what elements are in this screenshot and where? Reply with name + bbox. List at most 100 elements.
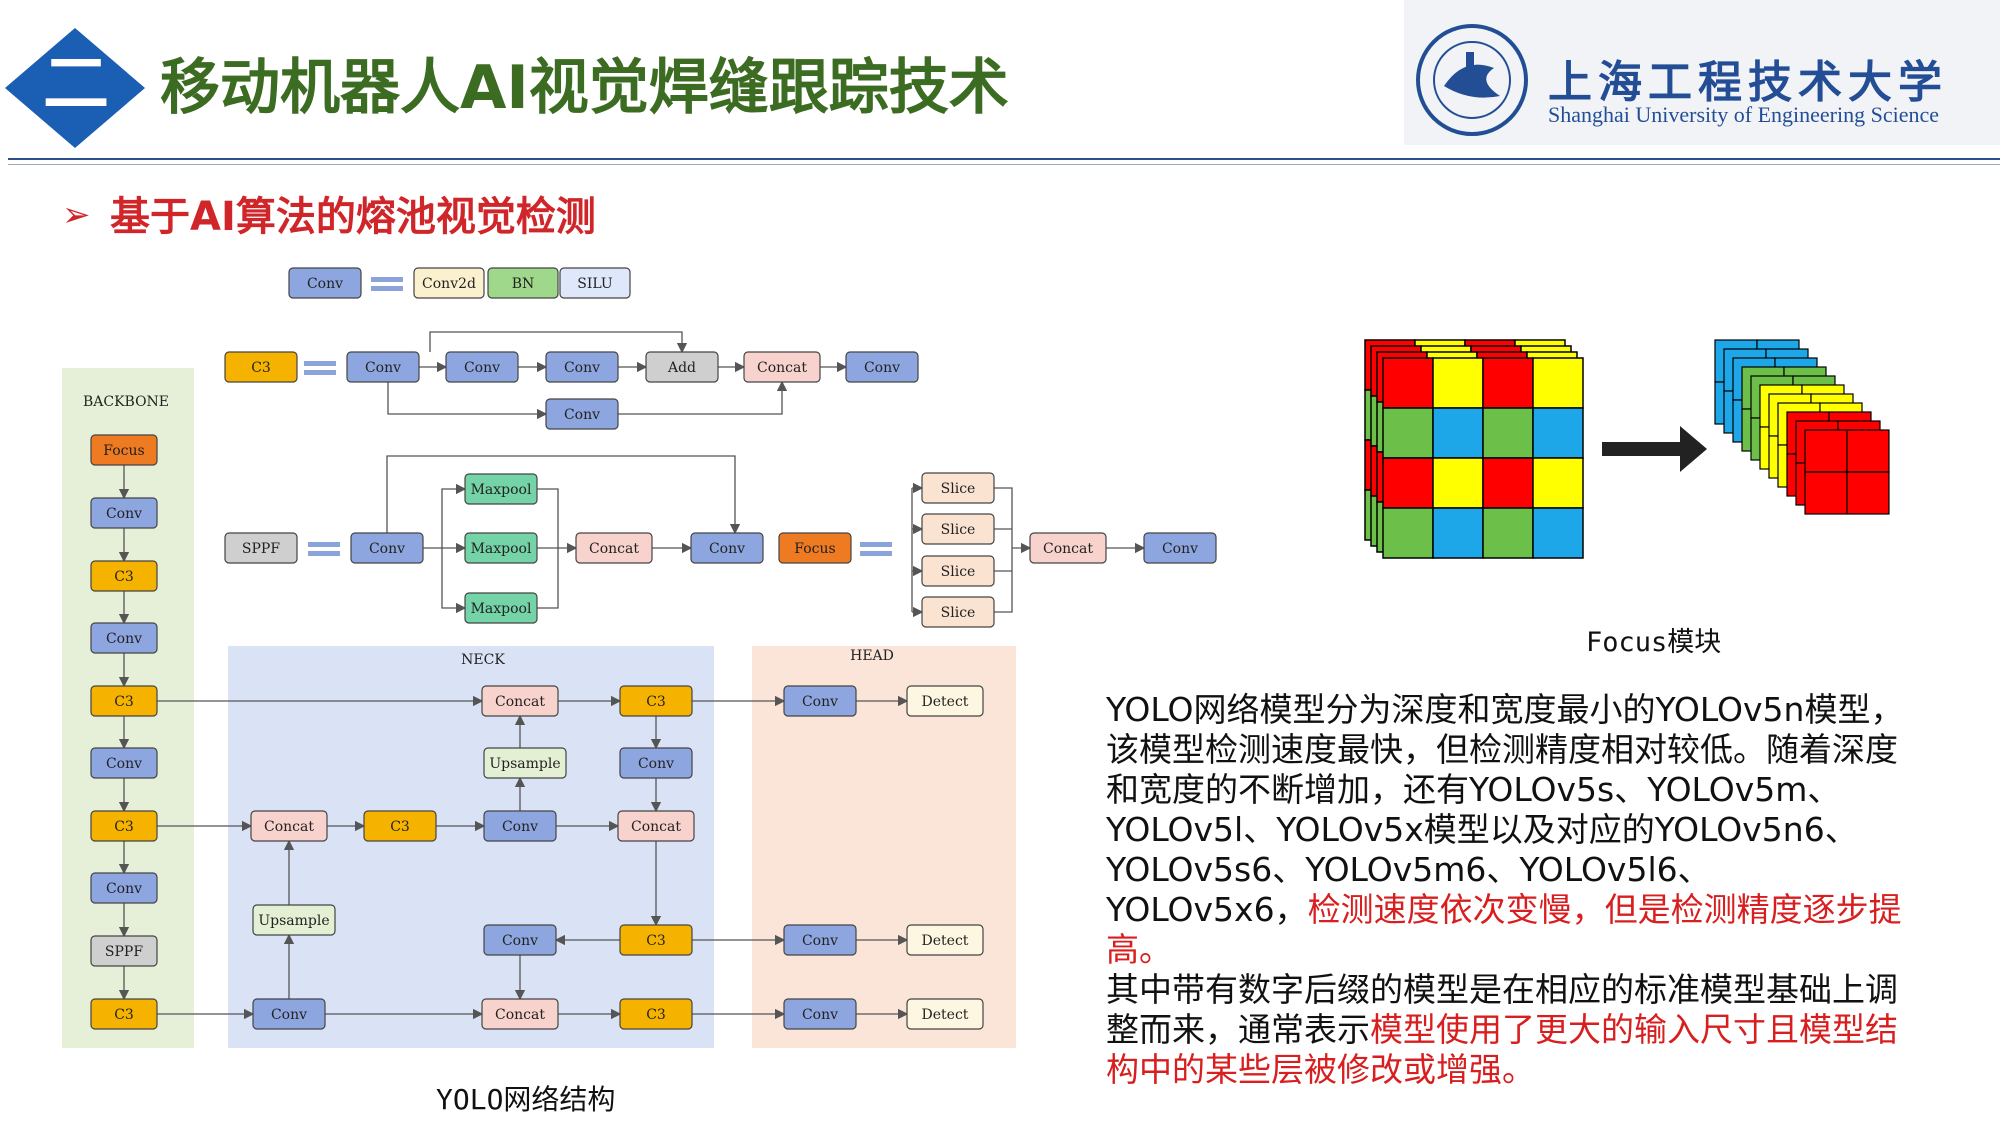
svg-text:Conv: Conv (564, 407, 600, 423)
neck-concat-bottom-node: Concat (481, 998, 559, 1030)
svg-text:Conv: Conv (802, 1007, 838, 1023)
head-conv-2-node: Conv (783, 924, 857, 956)
backbone-node-1-focus: Focus (90, 434, 158, 466)
subtitle-marker: ➢ (62, 195, 91, 235)
svg-text:Conv: Conv (864, 360, 900, 376)
sppf-def-conv-out-node: Conv (690, 532, 764, 564)
backbone-node-3-c3: C3 (90, 560, 158, 592)
svg-text:Maxpool: Maxpool (471, 601, 532, 617)
svg-text:Conv: Conv (1162, 541, 1198, 557)
svg-text:Concat: Concat (1043, 541, 1093, 557)
backbone-node-2-conv: Conv (90, 497, 158, 529)
svg-text:C3: C3 (390, 819, 410, 835)
backbone-node-6-conv: Conv (90, 747, 158, 779)
svg-text:Conv: Conv (106, 881, 142, 897)
sppf-def-conv-in-node: Conv (350, 532, 424, 564)
neck-label: NECK (461, 652, 505, 668)
svg-text:Upsample: Upsample (258, 913, 329, 929)
focus-def-slice4-node: Slice (921, 596, 995, 628)
focus-def-conv-node: Conv (1143, 532, 1217, 564)
neck-upsample-right-node: Upsample (483, 747, 567, 779)
svg-text:C3: C3 (114, 1007, 134, 1023)
head-label: HEAD (850, 648, 894, 664)
backbone-node-9-sppf: SPPF (90, 935, 158, 967)
head-detect-1-node: Detect (906, 685, 984, 717)
paragraph-highlight-2: 模型使用了更大的输入尺寸且模型结构中的某些层被修改或增强。 (1106, 1010, 1898, 1089)
page-title: 移动机器人AI视觉焊缝跟踪技术 (160, 53, 1009, 123)
focus-caption: Focus模块 (1586, 627, 1722, 658)
focus-module-figure (1364, 339, 1890, 559)
svg-text:Conv: Conv (802, 694, 838, 710)
svg-text:Concat: Concat (631, 819, 681, 835)
description-paragraph: YOLO网络模型分为深度和宽度最小的YOLOv5n模型，该模型检测速度最快，但检… (1106, 690, 1910, 1090)
svg-text:Conv: Conv (502, 819, 538, 835)
svg-text:Concat: Concat (264, 819, 314, 835)
paragraph-text-1: YOLO网络模型分为深度和宽度最小的YOLOv5n模型，该模型检测速度最快，但检… (1106, 690, 1904, 929)
backbone-node-7-c3: C3 (90, 810, 158, 842)
focus-def-lhs-node: Focus (778, 532, 852, 564)
c3-def-conv2-node: Conv (445, 351, 519, 383)
svg-text:Slice: Slice (941, 564, 976, 580)
svg-text:Upsample: Upsample (489, 756, 560, 772)
focus-input-layer-4 (1382, 357, 1584, 559)
svg-text:Concat: Concat (495, 694, 545, 710)
svg-text:Maxpool: Maxpool (471, 482, 532, 498)
svg-text:Conv: Conv (564, 360, 600, 376)
legend-silu-node: SILU (559, 267, 631, 299)
c3-def-conv-out-node: Conv (845, 351, 919, 383)
focus-arrow-icon (1602, 426, 1707, 472)
svg-text:C3: C3 (646, 694, 666, 710)
svg-text:Focus: Focus (103, 443, 144, 459)
svg-text:C3: C3 (646, 933, 666, 949)
neck-c3-bottom-node: C3 (619, 998, 693, 1030)
svg-text:Conv: Conv (106, 756, 142, 772)
header-divider-thin (8, 164, 2000, 165)
sppf-def-concat-node: Concat (575, 532, 653, 564)
c3-def-lhs-node: C3 (224, 351, 298, 383)
head-detect-3-node: Detect (906, 998, 984, 1030)
section-badge-icon (5, 28, 145, 148)
sppf-def-lhs-node: SPPF (224, 532, 298, 564)
neck-concat-right-node: Concat (617, 810, 695, 842)
c3-def-conv1-node: Conv (346, 351, 420, 383)
svg-text:Maxpool: Maxpool (471, 541, 532, 557)
legend-bn-node: BN (487, 267, 559, 299)
neck-concat-left-node: Concat (250, 810, 328, 842)
legend-conv2d-node: Conv2d (413, 267, 485, 299)
svg-text:SPPF: SPPF (242, 541, 280, 557)
university-name-en: Shanghai University of Engineering Scien… (1548, 102, 1940, 127)
sppf-def-maxpool3-node: Maxpool (464, 592, 538, 624)
svg-text:Conv: Conv (369, 541, 405, 557)
university-name-cn: 上海工程技术大学 (1548, 57, 1948, 108)
svg-text:Detect: Detect (922, 1007, 969, 1023)
neck-conv-top-node: Conv (619, 747, 693, 779)
svg-text:Slice: Slice (941, 605, 976, 621)
svg-text:Conv: Conv (106, 631, 142, 647)
svg-text:Conv: Conv (365, 360, 401, 376)
neck-conv-bottom-node: Conv (252, 998, 326, 1030)
focus-def-slice2-node: Slice (921, 513, 995, 545)
svg-text:Add: Add (667, 360, 696, 376)
neck-concat-top-node: Concat (481, 685, 559, 717)
svg-text:Conv: Conv (271, 1007, 307, 1023)
legend-conv-node: Conv (288, 267, 362, 299)
neck-upsample-left-node: Upsample (252, 904, 336, 936)
neck-conv-lower-node: Conv (483, 924, 557, 956)
c3-def-add-node: Add (645, 351, 719, 383)
neck-c3-mid-node: C3 (363, 810, 437, 842)
sppf-def-maxpool1-node: Maxpool (464, 473, 538, 505)
paragraph-highlight-1: 检测速度依次变慢，但是检测精度逐步提高。 (1106, 890, 1902, 969)
svg-text:Focus: Focus (794, 541, 835, 557)
c3-def-conv-branch-node: Conv (545, 398, 619, 430)
svg-text:Concat: Concat (495, 1007, 545, 1023)
svg-text:Conv2d: Conv2d (422, 276, 476, 292)
backbone-node-8-conv: Conv (90, 872, 158, 904)
svg-text:C3: C3 (114, 819, 134, 835)
diagram-caption: YOLO网络结构 (436, 1083, 616, 1116)
backbone-label: BACKBONE (83, 394, 169, 410)
svg-text:C3: C3 (646, 1007, 666, 1023)
svg-text:Conv: Conv (638, 756, 674, 772)
paragraph-text-2: 其中带有数字后缀的模型是在相应的标准模型基础上调整而来，通常表示 (1106, 970, 1898, 1049)
svg-text:C3: C3 (114, 569, 134, 585)
c3-def-concat-node: Concat (743, 351, 821, 383)
